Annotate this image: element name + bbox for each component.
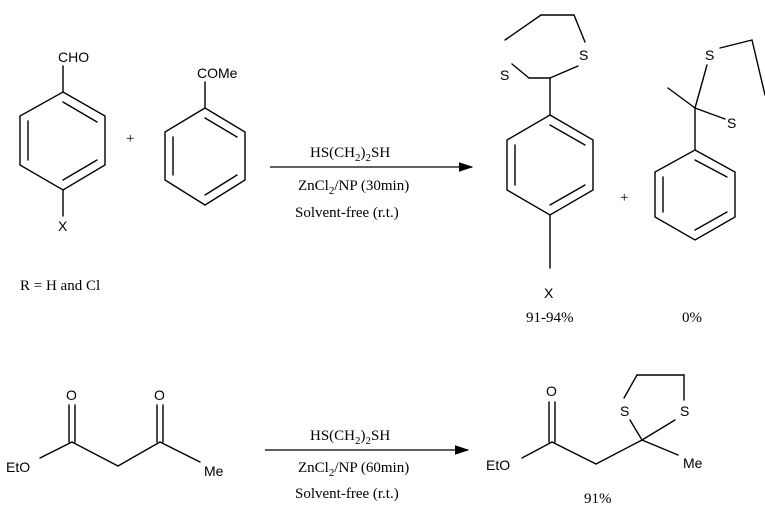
sulfur-atom: S <box>705 47 714 63</box>
benzaldehyde-structure: CHO X <box>19 49 106 234</box>
acetophenone-structure: COMe <box>164 65 246 206</box>
solvent-label: Solvent-free (r.t.) <box>295 486 399 502</box>
x-substituent-label: X <box>58 218 68 234</box>
ketone-dithiolane-product-structure: S S 0% <box>654 39 765 326</box>
sulfur-atom: S <box>620 403 629 419</box>
yield-label: 91-94% <box>526 310 574 326</box>
methyl-label: Me <box>204 463 224 479</box>
sulfur-atom: S <box>727 115 736 131</box>
dithiolane-product-structure: S S X 91-94% <box>500 14 594 326</box>
catalyst-label: ZnCl2/NP (60min) <box>298 460 409 479</box>
sulfur-atom: S <box>579 47 588 63</box>
come-label: COMe <box>197 65 238 81</box>
yield-label: 91% <box>584 491 612 506</box>
sulfur-atom: S <box>500 67 509 83</box>
plus-sign: + <box>126 131 134 147</box>
solvent-label: Solvent-free (r.t.) <box>295 205 399 221</box>
plus-sign: + <box>620 190 628 206</box>
ethyl-acetoacetate-structure: O O EtO Me <box>6 387 224 479</box>
catalyst-label: ZnCl2/NP (30min) <box>298 178 409 197</box>
ethoxy-label: EtO <box>486 457 510 473</box>
reagent-dithiol: HS(CH2)2SH <box>310 428 390 447</box>
methyl-label: Me <box>683 455 703 471</box>
reagent-dithiol: HS(CH2)2SH <box>310 145 390 164</box>
carbonyl-oxygen: O <box>154 387 165 403</box>
yield-label: 0% <box>682 310 702 326</box>
carbonyl-oxygen: O <box>546 383 557 399</box>
x-substituent-label: X <box>544 285 554 301</box>
cho-label: CHO <box>58 49 89 65</box>
carbonyl-oxygen: O <box>66 387 77 403</box>
reaction-arrow-2: HS(CH2)2SH ZnCl2/NP (60min) Solvent-free… <box>265 428 470 502</box>
ethoxy-label: EtO <box>6 459 30 475</box>
r-group-definition: R = H and Cl <box>20 278 100 294</box>
dithiolane-ester-product-structure: O EtO S S Me 91% <box>486 374 703 506</box>
sulfur-atom: S <box>680 403 689 419</box>
reaction-arrow-1: HS(CH2)2SH ZnCl2/NP (30min) Solvent-free… <box>270 145 474 221</box>
